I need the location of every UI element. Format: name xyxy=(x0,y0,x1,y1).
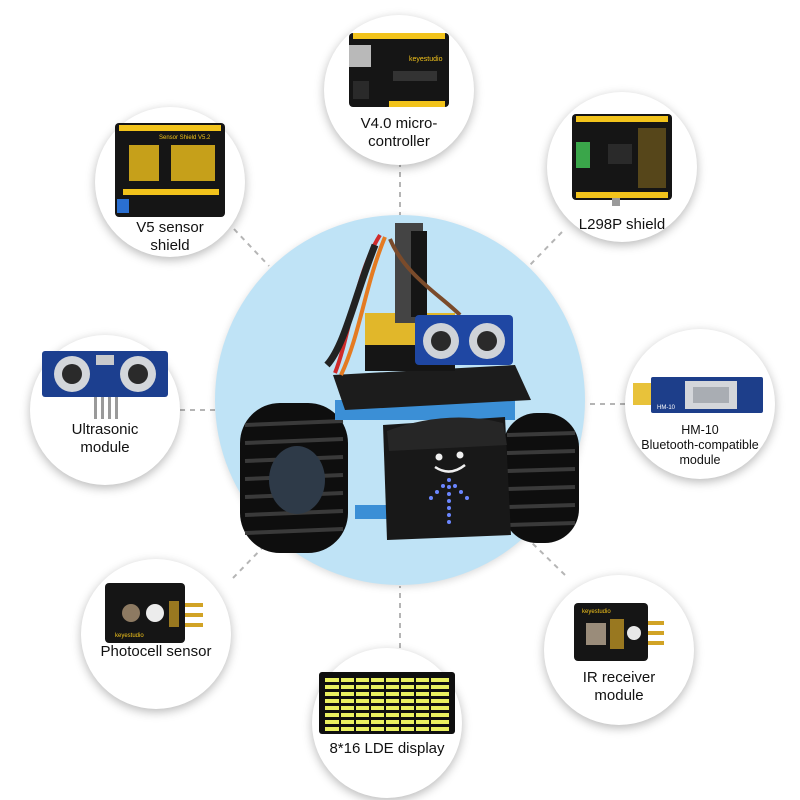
module-bluetooth-label-line2: Bluetooth-compatible xyxy=(641,438,759,452)
module-photocell-label: Photocell sensor xyxy=(100,643,212,660)
connector-ir xyxy=(528,539,566,576)
bluetooth-module-icon: HM-10 xyxy=(633,377,763,413)
module-ultrasonic-label-line2: module xyxy=(80,439,130,456)
svg-text:keyestudio: keyestudio xyxy=(582,609,611,615)
module-controller: keyestudio V4.0 micro- controller xyxy=(324,15,474,165)
module-sensor-shield: Sensor Shield V5.2 V5 sensor shield xyxy=(95,107,245,257)
svg-text:keyestudio: keyestudio xyxy=(409,56,443,63)
motor-driver-shield-icon xyxy=(572,114,672,206)
connector-sensor-shield xyxy=(233,228,270,267)
module-photocell: keyestudio Photocell sensor xyxy=(81,559,231,709)
module-controller-label-line2: controller xyxy=(368,133,430,150)
module-ultrasonic-label-line1: Ultrasonic xyxy=(71,421,139,438)
ultrasonic-sensor-icon xyxy=(42,351,168,419)
module-ultrasonic: Ultrasonic module xyxy=(30,335,180,485)
module-l298p-label: L298P shield xyxy=(578,216,666,233)
svg-text:keyestudio: keyestudio xyxy=(115,633,144,639)
module-ir: keyestudio IR receiver module xyxy=(544,575,694,725)
module-bluetooth-label-line1: HM-10 xyxy=(681,423,719,437)
svg-text:HM-10: HM-10 xyxy=(657,405,676,411)
module-display: 8*16 LDE display xyxy=(312,648,462,798)
module-display-label: 8*16 LDE display xyxy=(329,740,445,757)
module-sensor-shield-label-line2: shield xyxy=(150,237,190,254)
sensor-shield-icon: Sensor Shield V5.2 xyxy=(115,123,225,217)
svg-text:Sensor Shield V5.2: Sensor Shield V5.2 xyxy=(159,135,211,141)
photocell-sensor-icon: keyestudio xyxy=(105,583,203,643)
module-bluetooth: HM-10 HM-10 Bluetooth-compatible module xyxy=(625,329,775,479)
connector-l298p xyxy=(526,231,563,269)
module-sensor-shield-label-line1: V5 sensor xyxy=(136,219,204,236)
module-ir-label-line2: module xyxy=(594,687,644,704)
led-matrix-icon xyxy=(319,672,455,734)
microcontroller-board-icon: keyestudio xyxy=(349,33,449,107)
ir-receiver-icon: keyestudio xyxy=(574,603,664,661)
module-controller-label-line1: V4.0 micro- xyxy=(360,115,438,132)
module-bluetooth-label-line3: module xyxy=(679,453,721,467)
tank-robot-icon xyxy=(240,223,579,553)
module-ir-label-line1: IR receiver xyxy=(582,669,656,686)
module-l298p: L298P shield xyxy=(547,92,697,242)
